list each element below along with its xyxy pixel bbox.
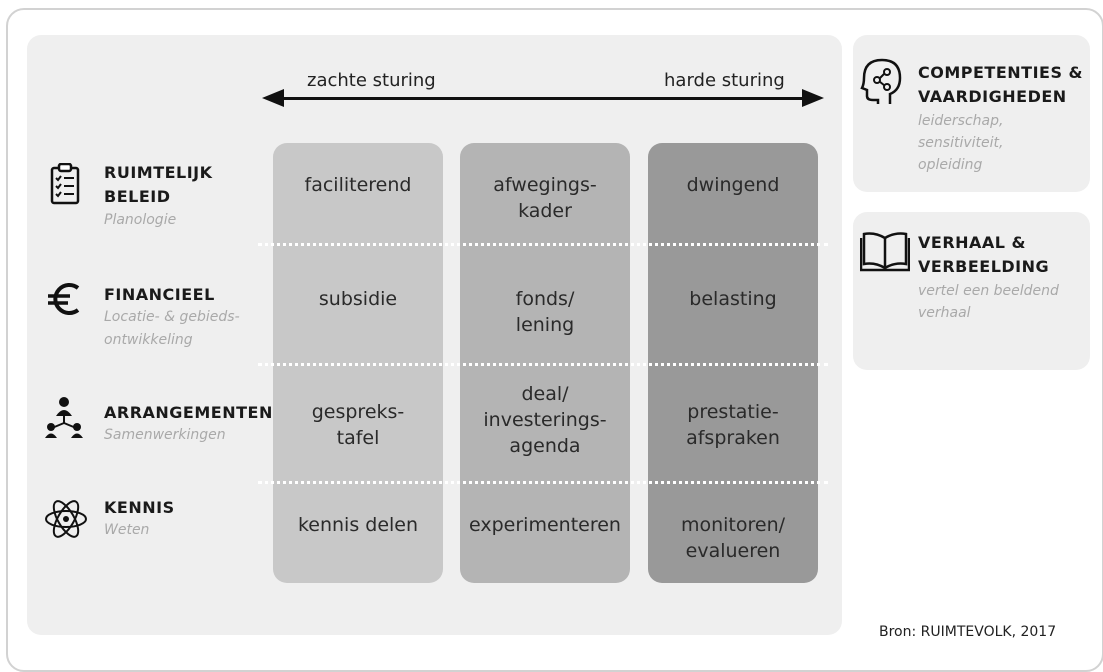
arrow-label-hard: harde sturing [664,70,785,91]
row-divider [258,243,828,246]
cell-r4-c2: experimenteren [469,514,621,536]
cell-r1-c2: afwegings-kader [493,174,597,222]
side-sub-verhaal: verhaal [918,305,971,321]
side-sub-leiderschap: leiderschap, [918,113,1004,129]
row-subtitle-planologie: Planologie [104,212,177,228]
side-panel-verhaal [853,212,1090,370]
row-divider [258,481,828,484]
cell-r2-c3: belasting [689,288,777,310]
row-title-kennis: KENNIS [104,498,175,517]
side-title-competenties: COMPETENTIES & [918,63,1083,82]
cell-r3-c2: deal/investerings-agenda [483,383,607,457]
row-title-beleid: BELEID [104,187,171,206]
row-subtitle-locatie: Locatie- & gebieds- [104,309,240,325]
row-subtitle-samenwerkingen: Samenwerkingen [104,427,226,443]
cell-r4-c1: kennis delen [297,514,419,536]
side-sub-vertel: vertel een beeldend [918,283,1059,299]
euro-icon [46,280,84,322]
cell-r4-c3: monitoren/evalueren [680,514,786,562]
side-sub-opleiding: opleiding [918,157,983,173]
steering-arrow-line [275,97,805,100]
row-subtitle-weten: Weten [104,522,150,538]
cell-r3-c1: gespreks-tafel [311,401,405,449]
clipboard-checklist-icon [50,162,80,209]
cell-r1-c1: faciliterend [304,174,412,196]
arrow-head-right-icon [802,89,824,107]
row-title-financieel: FINANCIEEL [104,285,215,304]
cell-r3-c3: prestatie-afspraken [686,401,780,449]
source-credit: Bron: RUIMTEVOLK, 2017 [879,624,1057,640]
arrow-label-soft: zachte sturing [307,70,436,91]
cell-r2-c1: subsidie [318,288,398,310]
open-book-icon [859,230,911,276]
row-subtitle-ontwikkeling: ontwikkeling [104,332,193,348]
people-network-icon [44,396,84,442]
row-divider [258,363,828,366]
cell-r2-c2: fonds/lening [515,288,575,336]
row-title-arrangementen: ARRANGEMENTEN [104,403,273,422]
side-title-verbeelding: VERBEELDING [918,257,1050,276]
side-title-verhaal: VERHAAL & [918,233,1027,252]
head-network-icon [860,56,904,110]
atom-icon [44,497,88,545]
cell-r1-c3: dwingend [686,174,780,196]
side-title-vaardigheden: VAARDIGHEDEN [918,87,1067,106]
side-sub-sensitiviteit: sensitiviteit, [918,135,1004,151]
arrow-head-left-icon [262,89,284,107]
row-title-ruimtelijk: RUIMTELIJK [104,163,213,182]
